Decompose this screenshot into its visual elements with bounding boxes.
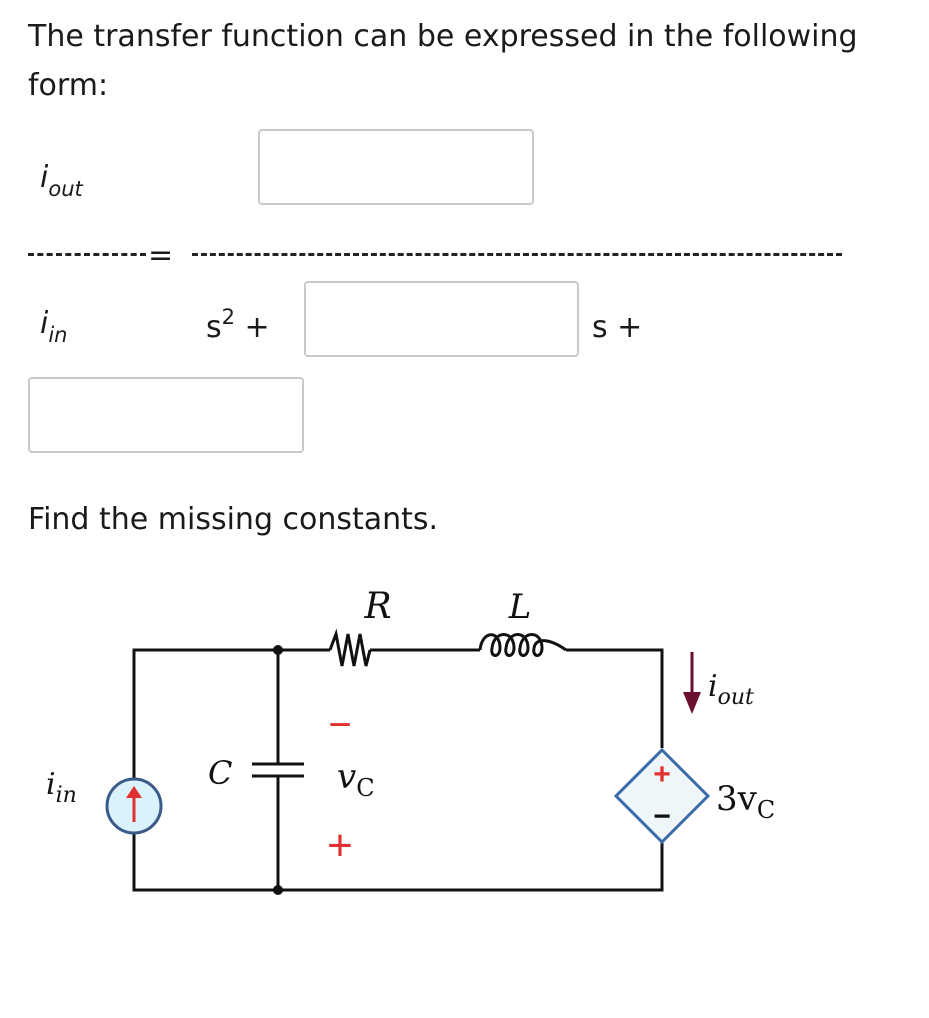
s-term: s +	[592, 310, 643, 345]
dep-source-label-base: 3v	[716, 779, 758, 819]
numerator-input[interactable]	[258, 129, 534, 205]
iin-label: iin	[46, 767, 77, 808]
constant-term-input[interactable]	[28, 377, 304, 453]
iin-label-sub: in	[56, 783, 77, 808]
equals-sign: =	[148, 238, 174, 273]
s-squared-op: +	[235, 310, 270, 345]
vc-minus-sign: −	[328, 703, 351, 747]
resistor-symbol	[328, 628, 372, 667]
iin-label-base: i	[46, 767, 56, 802]
intro-text: The transfer function can be expressed i…	[28, 19, 858, 103]
current-source-arrow-icon	[126, 786, 142, 822]
wire-top-right	[566, 648, 664, 748]
numerator-var-sub: out	[48, 177, 83, 201]
dep-source-minus: −	[653, 800, 671, 833]
fraction-dash-left	[28, 253, 146, 256]
dependent-voltage-source	[613, 747, 711, 845]
inductor-label: L	[508, 587, 532, 627]
wire-top-left	[132, 648, 330, 800]
instruction-text: Find the missing constants.	[28, 502, 439, 537]
wire-right-bottom	[132, 812, 664, 892]
iout-label-base: i	[708, 669, 718, 704]
circuit-diagram: + − R L C − vC + iin iout 3vC	[46, 586, 775, 895]
denominator-var-base: i	[40, 306, 49, 341]
vc-label: vC	[337, 757, 375, 802]
numerator-variable: iout	[40, 160, 83, 201]
s-squared-exponent: 2	[221, 305, 236, 329]
vc-label-sub: C	[356, 774, 374, 802]
junction-top	[273, 645, 283, 655]
iout-label-sub: out	[718, 685, 754, 710]
iout-arrow-icon	[683, 652, 701, 714]
junction-bottom	[273, 885, 283, 895]
s-coefficient-input[interactable]	[304, 281, 579, 357]
capacitor-label: C	[208, 754, 232, 792]
iout-label: iout	[708, 669, 754, 710]
resistor-label: R	[363, 586, 391, 627]
dep-source-plus: +	[653, 758, 671, 791]
dep-source-label-sub: C	[757, 796, 775, 824]
s-squared-base: s	[206, 310, 222, 345]
dep-source-label: 3vC	[716, 779, 775, 824]
inductor-symbol	[478, 633, 567, 657]
s-squared-term: s2 +	[206, 305, 270, 345]
vc-plus-sign: +	[327, 821, 353, 870]
numerator-var-base: i	[40, 160, 49, 195]
wires	[132, 648, 664, 892]
denominator-var-sub: in	[48, 323, 68, 347]
vc-label-base: v	[337, 757, 356, 797]
denominator-variable: iin	[40, 306, 68, 347]
fraction-dash-right	[192, 253, 842, 256]
